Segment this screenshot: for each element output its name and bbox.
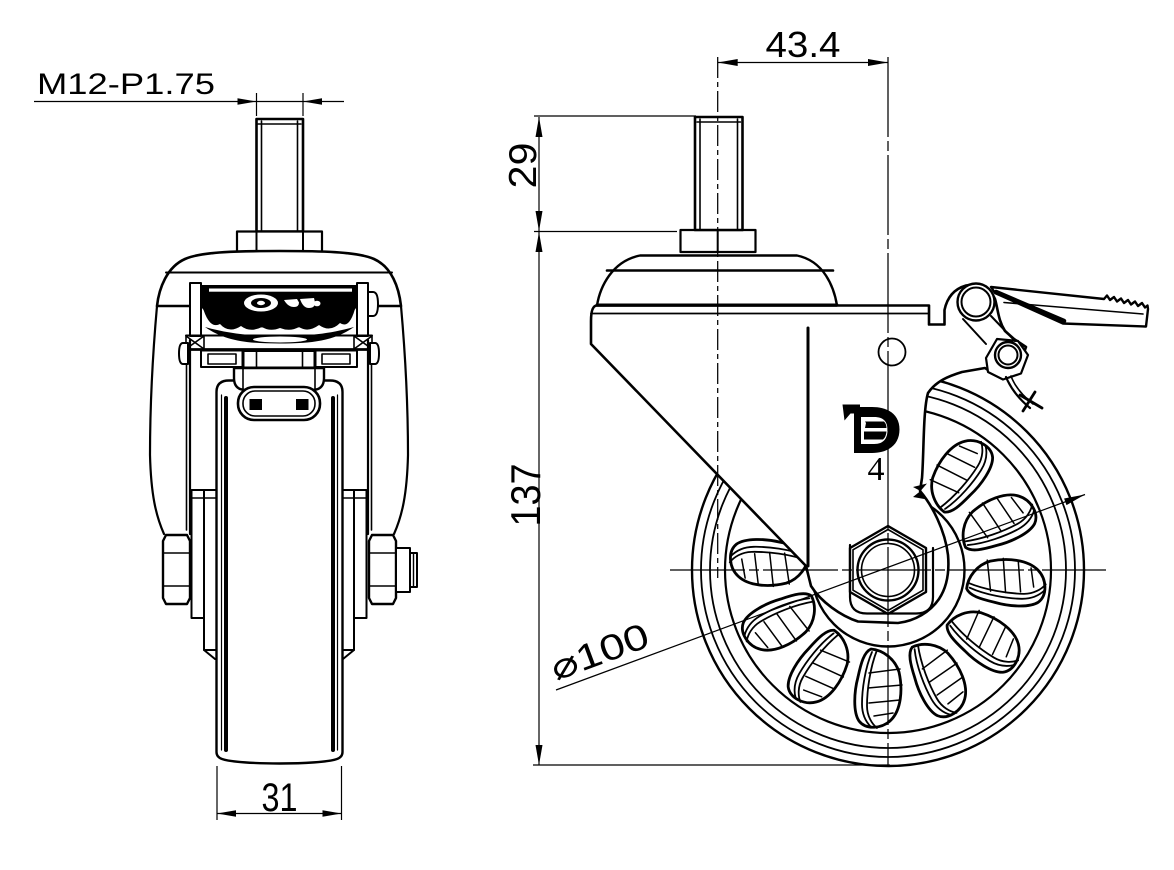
svg-text:29: 29	[502, 143, 545, 189]
svg-text:137: 137	[502, 464, 549, 527]
svg-text:43.4: 43.4	[766, 24, 841, 65]
svg-text:4: 4	[868, 451, 885, 488]
svg-text:M12-P1.75: M12-P1.75	[37, 68, 215, 101]
svg-text:31: 31	[262, 776, 298, 820]
